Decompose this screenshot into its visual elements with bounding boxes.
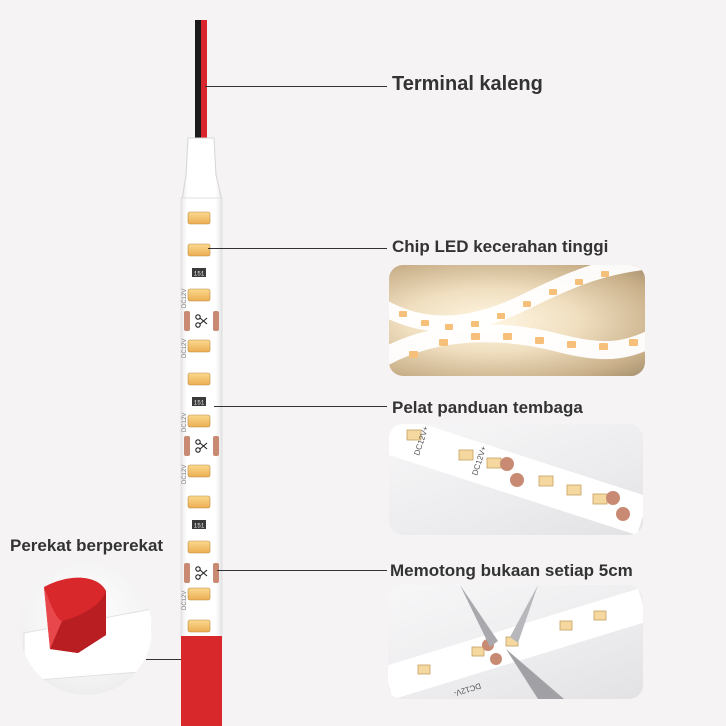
cutting-strip-image: DC12V- (388, 585, 643, 699)
terminal-sleeve (181, 137, 223, 201)
led-chip (187, 495, 211, 509)
voltage-marking: DC12V (182, 289, 188, 308)
adhesive-tape-image (23, 577, 152, 682)
led-chip (187, 414, 211, 428)
resistor (192, 520, 206, 529)
led-chip (187, 211, 211, 225)
photo-cutting: DC12V- (388, 585, 643, 699)
copper-pad (184, 436, 190, 456)
copper-pad (213, 563, 219, 583)
led-chip (187, 243, 211, 257)
resistor-label: 151 (194, 271, 205, 278)
callout-cut: Memotong bukaan setiap 5cm (390, 561, 633, 580)
led-chip (187, 540, 211, 554)
leader-line-copper (214, 406, 387, 407)
voltage-marking: DC12V (182, 591, 188, 610)
glowing-strip-image (389, 265, 645, 365)
leader-line-cut (217, 570, 387, 571)
led-chip (187, 464, 211, 478)
resistor-label: 151 (194, 523, 205, 530)
led-chip (187, 288, 211, 302)
callout-adhesive: Perekat berperekat (10, 536, 164, 555)
copper-strip-image: DC12V+ DC12V+ (389, 424, 643, 535)
voltage-marking: DC12V (182, 413, 188, 432)
callout-led-chip: Chip LED kecerahan tinggi (392, 237, 609, 256)
resistor-label: 151 (194, 400, 205, 407)
photo-led-glow (389, 265, 645, 376)
led-chip (187, 339, 211, 353)
adhesive-tail (181, 636, 222, 726)
callout-copper: Pelat panduan tembaga (392, 398, 583, 417)
scissors-icon (195, 566, 208, 580)
leader-line-adhesive (146, 659, 181, 660)
copper-pad (184, 311, 190, 331)
led-chip (187, 619, 211, 633)
copper-pad (184, 563, 190, 583)
led-chip (187, 372, 211, 386)
scissors-icon (195, 439, 208, 453)
copper-pad (213, 436, 219, 456)
voltage-marking-photo: DC12V- (452, 681, 482, 698)
resistor (192, 397, 206, 406)
photo-copper-plates: DC12V+ DC12V+ (389, 424, 643, 535)
copper-pad (213, 311, 219, 331)
black-wire (195, 20, 201, 138)
scissors-icon (195, 314, 208, 328)
resistor (192, 268, 206, 277)
voltage-marking: DC12V (182, 465, 188, 484)
adhesive-detail-circle (20, 563, 152, 695)
callout-terminal: Terminal kaleng (392, 73, 543, 95)
leader-line-led-chip (208, 248, 387, 249)
red-wire (201, 20, 207, 138)
leader-line-terminal (205, 86, 387, 87)
voltage-marking: DC12V (182, 339, 188, 358)
led-chip (187, 587, 211, 601)
